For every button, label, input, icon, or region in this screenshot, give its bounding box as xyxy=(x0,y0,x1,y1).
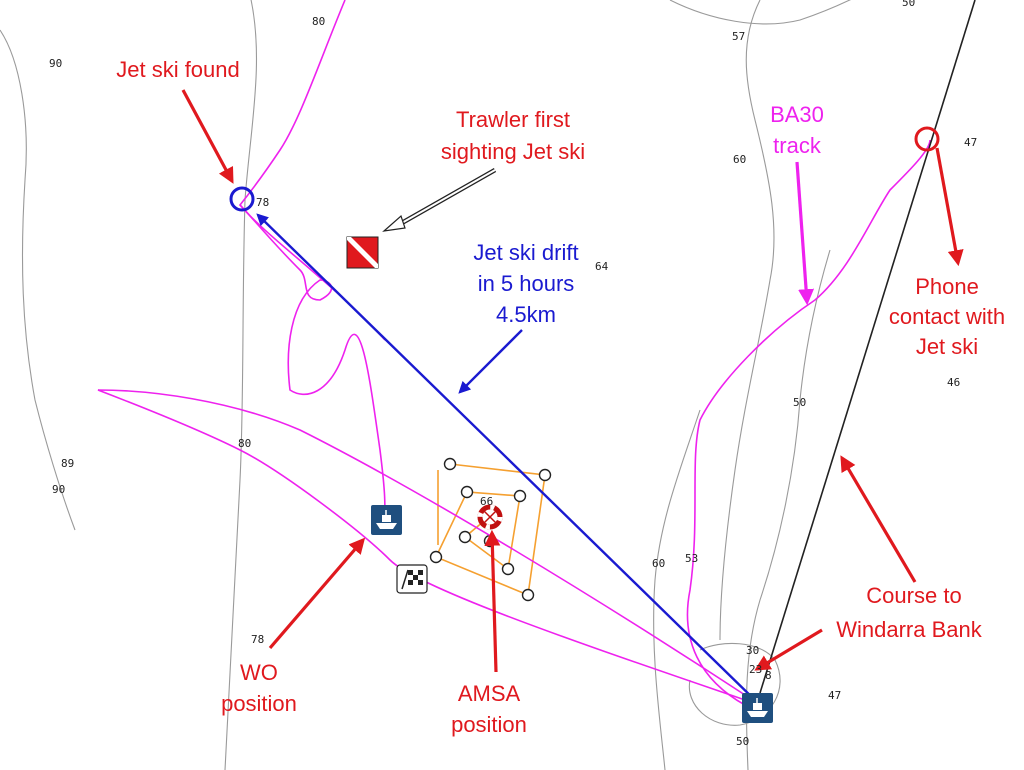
depth-sounding: 60 xyxy=(652,557,665,570)
label-course-line-1: Course to xyxy=(866,583,961,608)
annotation-labels: Jet ski found Trawler first sighting Jet… xyxy=(116,57,1005,737)
depth-sounding: 47 xyxy=(964,136,977,149)
arrow-phone-contact xyxy=(935,147,964,267)
depth-sounding: 60 xyxy=(733,153,746,166)
waypoint xyxy=(501,562,515,576)
arrow-trawler-sighting xyxy=(382,168,497,232)
label-wo-line-2: position xyxy=(221,691,297,716)
depth-sounding: 78 xyxy=(251,633,264,646)
depth-sounding: 66 xyxy=(480,495,493,508)
arrow-jet-ski-found xyxy=(181,89,234,184)
contour-line xyxy=(719,0,775,641)
label-phone-line-2: contact with xyxy=(889,304,1005,329)
vessel-icon xyxy=(371,505,402,535)
waypoint xyxy=(513,489,527,503)
depth-sounding: 50 xyxy=(902,0,915,9)
depth-sounding: 80 xyxy=(312,15,325,28)
depth-sounding: 57 xyxy=(732,30,745,43)
drift-return xyxy=(239,204,386,341)
depth-sounding: 8 xyxy=(765,669,772,682)
depth-contours xyxy=(0,0,852,770)
wo-track xyxy=(97,389,746,701)
label-course-line-2: Windarra Bank xyxy=(836,617,983,642)
search-pattern xyxy=(434,463,548,597)
contour-line xyxy=(669,0,852,25)
depth-sounding: 30 xyxy=(746,644,759,657)
contour-line xyxy=(745,249,831,770)
waypoint xyxy=(460,485,474,499)
arrow-ba30-track xyxy=(795,161,815,306)
label-phone-line-3: Jet ski xyxy=(916,334,978,359)
label-drift-line-3: 4.5km xyxy=(496,302,556,327)
depth-sounding: 53 xyxy=(685,552,698,565)
contour-line xyxy=(224,0,258,770)
depth-sounding: 46 xyxy=(947,376,960,389)
depth-sounding: 23 xyxy=(749,663,762,676)
label-amsa-line-2: position xyxy=(451,712,527,737)
depth-sounding: 47 xyxy=(828,689,841,702)
depth-soundings: 80 90 57 60 47 78 64 46 50 80 89 90 66 6… xyxy=(49,0,977,748)
arrow-amsa-position xyxy=(484,529,501,673)
phone-contact-circle xyxy=(914,126,940,152)
waypoint xyxy=(521,588,535,602)
label-ba30-line-1: BA30 xyxy=(770,102,824,127)
dive-flag-icon xyxy=(346,236,379,269)
label-trawler-line-2: sighting Jet ski xyxy=(441,139,585,164)
label-drift-line-2: in 5 hours xyxy=(478,271,575,296)
depth-sounding: 80 xyxy=(238,437,251,450)
depth-sounding: 64 xyxy=(595,260,609,273)
search-pattern-waypoints xyxy=(429,457,552,602)
course-line xyxy=(759,0,976,694)
vessel-icon xyxy=(742,693,773,723)
waypoint xyxy=(429,550,443,564)
ba30-track xyxy=(686,139,931,706)
depth-sounding: 89 xyxy=(61,457,74,470)
arrow-wo-position xyxy=(268,537,366,650)
checkered-flag-icon xyxy=(396,564,428,594)
depth-sounding: 90 xyxy=(52,483,65,496)
label-amsa-line-1: AMSA xyxy=(458,681,521,706)
label-phone-line-1: Phone xyxy=(915,274,979,299)
contour-line xyxy=(688,642,781,726)
contour-line xyxy=(653,409,701,770)
life-ring-icon xyxy=(477,504,503,530)
waypoint xyxy=(458,530,472,544)
depth-sounding: 90 xyxy=(49,57,62,70)
label-jet-ski-found: Jet ski found xyxy=(116,57,240,82)
annotation-arrows xyxy=(181,89,964,673)
depth-sounding: 50 xyxy=(793,396,806,409)
contour-line xyxy=(0,29,76,531)
depth-sounding: 50 xyxy=(736,735,749,748)
label-wo-line-1: WO xyxy=(240,660,278,685)
waypoint xyxy=(538,468,552,482)
jet-ski-found-circle xyxy=(229,186,255,212)
label-trawler-line-1: Trawler first xyxy=(456,107,570,132)
depth-sounding: 78 xyxy=(256,196,269,209)
waypoint xyxy=(443,457,457,471)
jet-ski-drift-line xyxy=(256,213,761,706)
label-drift-line-1: Jet ski drift xyxy=(473,240,578,265)
label-ba30-line-2: track xyxy=(773,133,822,158)
arrow-course xyxy=(840,455,917,583)
arrow-drift-label xyxy=(458,329,523,394)
arrow-windarra xyxy=(754,628,823,671)
